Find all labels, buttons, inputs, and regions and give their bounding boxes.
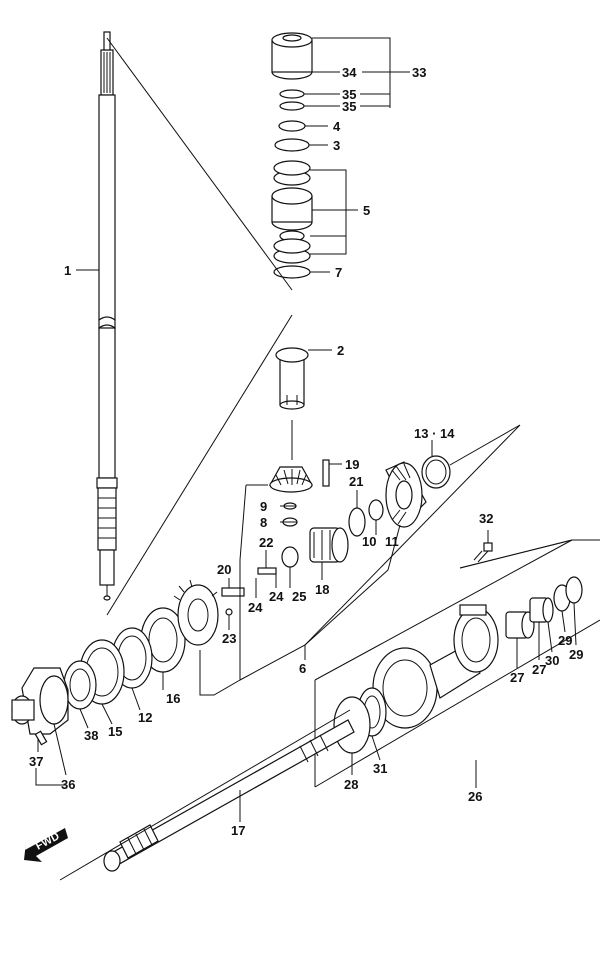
label-8: 8 [260,515,267,530]
label-38: 38 [84,728,98,743]
label-35b: 35 [342,99,356,114]
housing-box [314,539,600,788]
label-4: 4 [333,119,341,134]
label-21: 21 [349,474,363,489]
label-32: 32 [479,511,493,526]
label-34: 34 [342,65,357,80]
label-9: 9 [260,499,267,514]
clutch-dog [309,527,349,563]
label-1: 1 [64,263,71,278]
label-26: 26 [468,789,482,804]
label-29b: 29 [569,647,583,662]
pin [322,459,330,487]
label-25: 25 [292,589,306,604]
label-27b: 27 [532,662,546,677]
label-6: 6 [299,661,306,676]
label-3: 3 [333,138,340,153]
label-29a: 29 [558,633,572,648]
ball [225,608,233,616]
label-19: 19 [345,457,359,472]
label-17: 17 [231,823,245,838]
propeller-shaft [103,719,355,872]
sleeve [275,347,309,410]
label-10: 10 [362,534,376,549]
label-16: 16 [166,691,180,706]
bearing-housing [11,660,97,746]
label-15: 15 [108,724,122,739]
propeller-shaft-housing [372,604,499,729]
label-23: 23 [222,631,236,646]
label-31: 31 [373,761,387,776]
push-rod [221,587,245,597]
label-2: 2 [337,343,344,358]
label-24a: 24 [269,589,284,604]
bearing-ring [348,507,366,537]
upper-bearing-stack [271,32,313,279]
guide-lines [106,37,293,616]
spacer [281,546,299,568]
spring [257,567,277,575]
bolt [473,542,493,563]
needle-bearings [505,576,583,639]
label-13-14: 13 · 14 [414,426,455,441]
fwd-arrow-icon: FWD [24,828,68,862]
label-36: 36 [61,777,75,792]
label-20: 20 [217,562,231,577]
pinion-gear [268,466,314,493]
label-18: 18 [315,582,329,597]
label-28: 28 [344,777,358,792]
label-7: 7 [335,265,342,280]
label-27a: 27 [510,670,524,685]
label-24b: 24 [248,600,263,615]
label-11: 11 [385,534,399,549]
reverse-bevel-gear [173,579,219,646]
label-5: 5 [363,203,370,218]
label-37: 37 [29,754,43,769]
label-12: 12 [138,710,152,725]
shim [368,499,384,521]
drive-shaft [96,31,118,601]
leader-lines [35,37,577,822]
label-30: 30 [545,653,559,668]
label-35a: 35 [342,87,356,102]
label-22: 22 [259,535,273,550]
label-33: 33 [412,65,426,80]
forward-bevel-gear [385,461,427,528]
callout-labels: 1 2 3 4 5 6 7 8 9 10 11 12 13 · 14 15 16… [29,65,583,838]
